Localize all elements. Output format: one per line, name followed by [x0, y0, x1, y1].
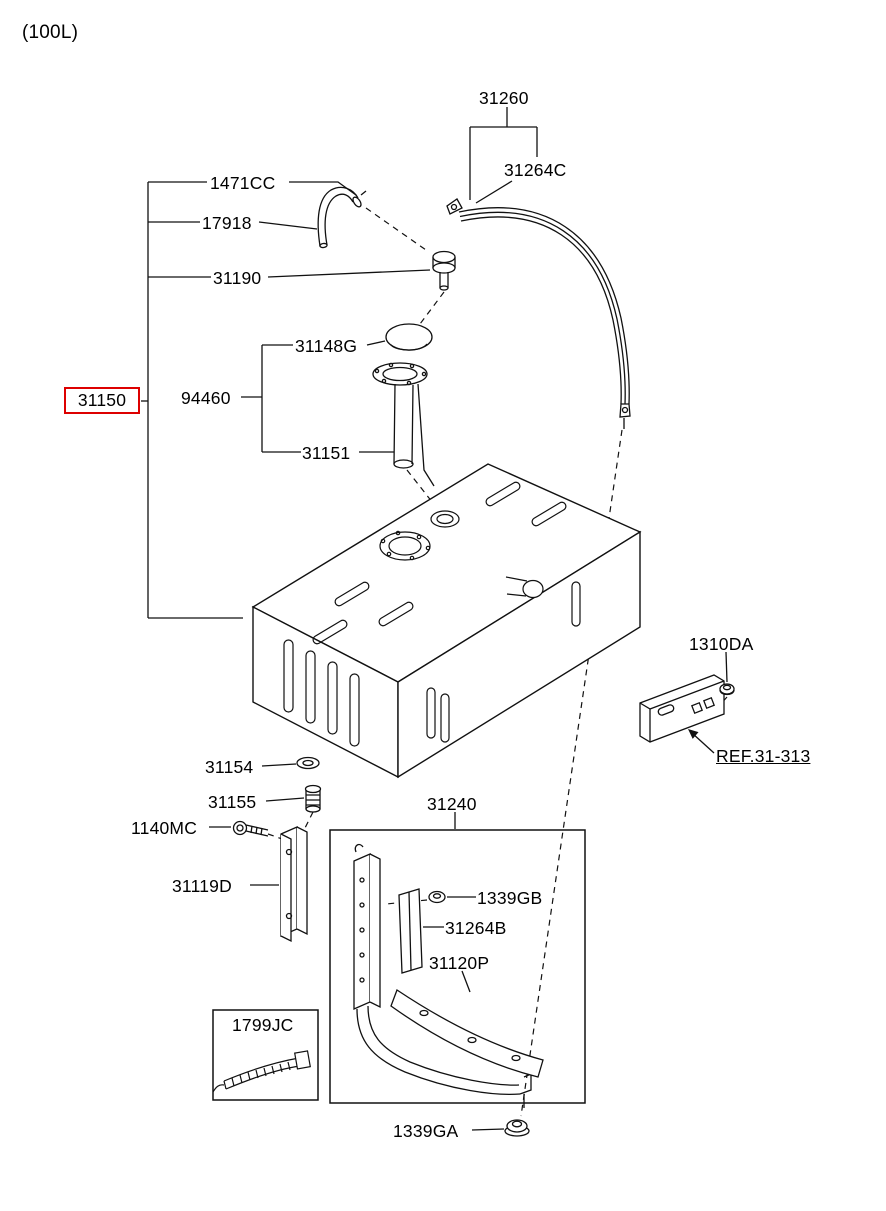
part-label-1310da[interactable]: 1310DA — [689, 634, 754, 654]
leader-lines — [141, 107, 728, 1131]
lower-band-drawing — [356, 1005, 532, 1108]
part-label-31151[interactable]: 31151 — [302, 443, 351, 463]
fuel-hose-drawing — [317, 186, 367, 249]
grommet-drawing — [296, 756, 320, 770]
mount-plate-ref-drawing — [639, 674, 725, 743]
part-label-1339gb[interactable]: 1339GB — [477, 888, 543, 908]
part-label-31190[interactable]: 31190 — [213, 268, 262, 288]
bracket-inner-drawing — [353, 843, 381, 1010]
highlight-box-31150[interactable]: 31150 — [64, 387, 140, 414]
part-label-1471cc[interactable]: 1471CC — [210, 173, 276, 193]
capacity-label: (100L) — [22, 22, 79, 43]
part-label-ref-31-313[interactable]: REF.31-313 — [716, 746, 811, 766]
part-label-1140mc[interactable]: 1140MC — [131, 818, 198, 838]
part-label-31154[interactable]: 31154 — [205, 757, 254, 777]
part-label-31119d[interactable]: 31119D — [172, 876, 232, 896]
nut-1339gb-drawing — [428, 890, 446, 904]
part-label-31155[interactable]: 31155 — [208, 792, 257, 812]
plate-31264b-drawing — [398, 888, 423, 974]
group-box-31240 — [329, 829, 586, 1104]
support-plate-31120p-drawing — [390, 989, 544, 1078]
part-label-1799jc[interactable]: 1799JC — [232, 1015, 294, 1035]
tank-strap-drawing — [446, 198, 631, 429]
vent-fitting-drawing — [432, 250, 456, 291]
group-box-1799jc — [212, 1009, 319, 1101]
fuel-tank-drawing — [251, 463, 642, 779]
part-label-31260[interactable]: 31260 — [479, 88, 529, 108]
part-label-1339ga[interactable]: 1339GA — [393, 1121, 459, 1141]
bracket-31119d-drawing — [280, 826, 308, 943]
part-label-31148g[interactable]: 31148G — [295, 336, 358, 356]
part-label-31240[interactable]: 31240 — [427, 794, 477, 814]
nut-1339ga-drawing — [504, 1119, 530, 1137]
part-label-31264c[interactable]: 31264C — [504, 160, 567, 180]
cable-tie-drawing — [212, 1050, 311, 1093]
part-label-94460[interactable]: 94460 — [181, 388, 231, 408]
ref-arrowhead — [688, 729, 699, 739]
part-label-31120p[interactable]: 31120P — [429, 953, 490, 973]
part-label-17918[interactable]: 17918 — [202, 213, 252, 233]
drain-plug-drawing — [304, 784, 322, 813]
part-label-31150[interactable]: 31150 — [77, 390, 127, 410]
part-label-31264b[interactable]: 31264B — [445, 918, 507, 938]
bolt-1140mc-drawing — [232, 820, 269, 837]
nut-1310da-drawing — [719, 683, 735, 696]
fuel-sender-drawing — [372, 323, 435, 487]
